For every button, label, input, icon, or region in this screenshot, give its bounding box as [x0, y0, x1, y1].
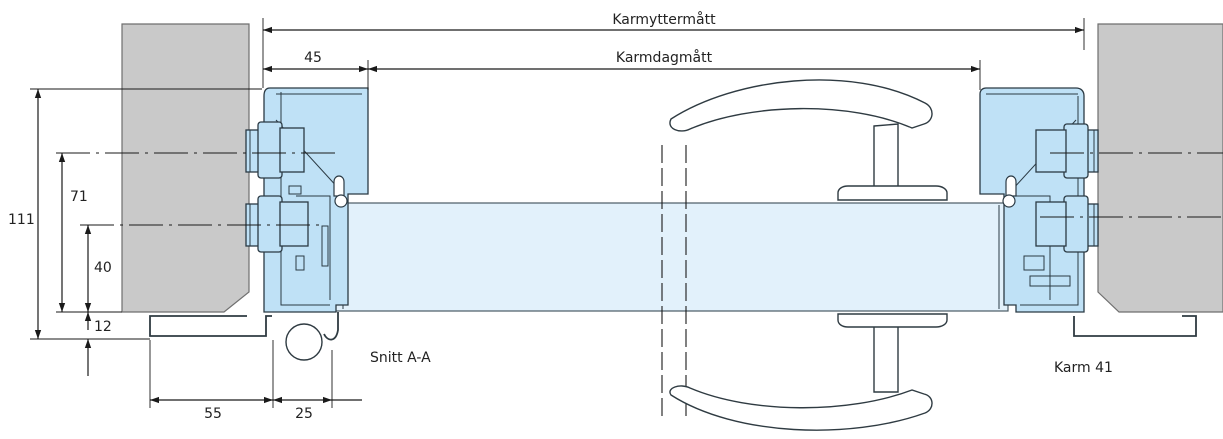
door-handle: [669, 79, 948, 431]
left-hinge-knob: [285, 323, 323, 361]
right-wall: [1097, 23, 1223, 313]
left-seal: [333, 175, 348, 208]
label-snitt: Snitt A-A: [370, 350, 431, 366]
label-dim-55: 55: [204, 406, 222, 422]
left-wall: [121, 23, 250, 313]
right-anchor-upper: [1035, 123, 1099, 179]
right-flashing: [1073, 315, 1197, 337]
label-dim-25: 25: [295, 406, 313, 422]
right-seal: [1002, 175, 1017, 208]
right-anchor-lower: [1035, 195, 1099, 253]
left-flashing: [149, 315, 272, 337]
label-dim-40: 40: [94, 260, 112, 276]
label-karm: Karm 41: [1054, 360, 1113, 376]
left-anchor-lower: [245, 195, 309, 253]
label-karmdagmatt: Karmdagmått: [616, 49, 713, 66]
label-dim-71: 71: [70, 189, 88, 205]
label-dim-45: 45: [304, 50, 322, 66]
label-dim-12: 12: [94, 319, 112, 335]
door-leaf: [333, 202, 1009, 312]
label-karmyttermatt: Karmyttermått: [612, 11, 716, 28]
label-dim-111: 111: [8, 212, 35, 228]
left-hinge-arm: [323, 312, 339, 341]
left-anchor-upper: [245, 121, 305, 179]
